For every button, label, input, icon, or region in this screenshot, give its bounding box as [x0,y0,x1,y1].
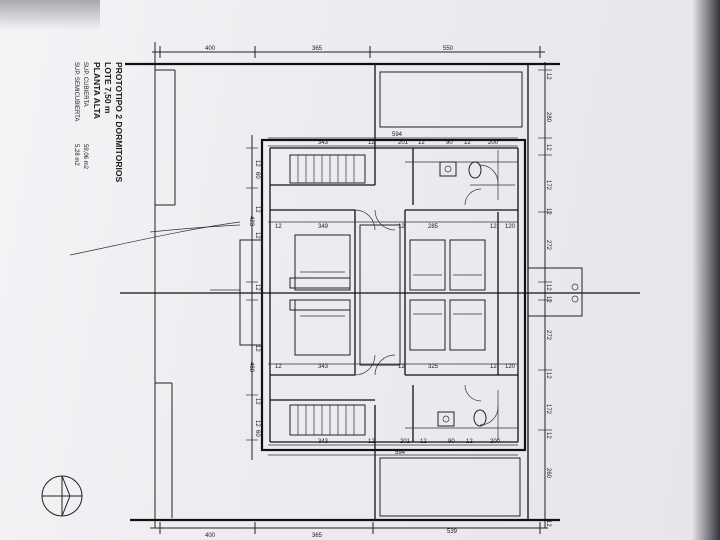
dim-r-12b: 12 [545,144,551,151]
dim-b-90: 90 [448,439,455,445]
dim-bot-b: 365 [312,533,323,539]
dim-u-12b: 12 [418,140,425,146]
monitor-bezel-edge [692,0,720,540]
stairs-bottom [289,404,366,436]
dim-lf-423: 423 [248,216,254,227]
dim-l-343: 343 [318,364,329,370]
dim-r-12f: 12 [545,372,551,379]
title-line4-value: 59,06 m2 [82,144,88,170]
dim-m-12a: 12 [275,224,282,230]
dim-u-343: 343 [318,140,329,146]
right-dimension-line: 12 280 12 172 12 272 12 12 272 12 172 12… [538,62,552,528]
balcony-right [527,267,583,317]
dim-b-12a: 12 [368,439,375,445]
balcony-left [210,239,263,346]
dim-m-12c: 12 [490,224,497,230]
dim-top-b: 365 [312,46,323,52]
dim-u-90: 90 [446,140,453,146]
dim-r-12h: 12 [545,520,551,527]
dim-lf-12a: 12 [254,160,260,167]
title-line5-label: SUP. SEMICUBIERTA [73,62,79,121]
dim-l-120: 120 [505,364,516,370]
dim-u-12a: 12 [368,140,375,146]
dim-l-12b: 12 [398,364,405,370]
dim-lf-60b: 60 [254,430,260,437]
dim-r-280: 280 [545,112,551,123]
beds [289,224,486,366]
dim-r-12e: 12 [545,296,551,303]
dim-r-12a: 12 [545,73,551,80]
title-block: PROTOTIPO 2 DORMITORIOS LOTE 7,50 m PLAN… [73,62,124,182]
dim-lf-12f: 12 [254,398,260,405]
bath-fixtures [437,150,499,440]
dim-u-200: 200 [488,140,499,146]
dim-u-201: 201 [398,140,409,146]
dim-r-272b: 272 [545,330,551,341]
dim-b-343: 343 [318,439,329,445]
dim-b-main: 594 [395,450,406,456]
photo-shadow-top [0,0,100,30]
upper-dimension-row: 594 343 12 201 12 90 12 200 [268,132,518,147]
dim-u-12c: 12 [464,140,471,146]
dim-l-12c: 12 [490,364,497,370]
dim-m-12b: 12 [398,224,405,230]
dim-top-a: 400 [205,46,216,52]
lower-dimension-row: 12 343 12 325 12 120 [268,363,518,370]
top-dimension-line: 400 365 550 [152,46,545,58]
dim-lf-460: 460 [248,362,254,373]
left-dimension-line: 12 60 12 423 12 12 12 460 12 12 60 [246,135,260,460]
dim-l-12a: 12 [275,364,282,370]
dim-top-c: 550 [443,46,454,52]
bottom-inner-dimension-row: 343 12 201 12 90 12 200 594 [268,439,518,456]
dim-r-260: 260 [545,468,551,479]
middle-dimension-row: 12 349 12 285 12 120 [268,221,518,230]
dim-lf-12c: 12 [254,232,260,239]
dim-lf-12g: 12 [254,420,260,427]
dim-r-272: 272 [545,240,551,251]
dim-l-325: 325 [428,364,439,370]
dim-lf-12b: 12 [254,206,260,213]
dim-bot-a: 400 [205,533,216,539]
door-swings [354,164,499,426]
title-line4-label: SUP. CUBIERTA [82,62,88,107]
stairs-top [289,154,366,184]
dim-r-172b: 172 [545,404,551,415]
dim-r-12c: 12 [545,208,551,215]
dim-lf-60: 60 [254,172,260,179]
dim-r-12g: 12 [545,432,551,439]
dim-u-main: 594 [392,132,403,138]
title-line3: PLANTA ALTA [92,62,102,119]
building-walls [260,138,527,452]
title-line1: PROTOTIPO 2 DORMITORIOS [114,62,124,182]
title-line2: LOTE 7,50 m [103,62,113,114]
lot-boundaries [69,62,560,522]
dim-m-285: 285 [428,224,439,230]
dim-b-12b: 12 [420,439,427,445]
dim-b-200: 200 [490,439,501,445]
dim-b-12c: 12 [466,439,473,445]
dim-r-12d: 12 [545,284,551,291]
dim-m-120: 120 [505,224,516,230]
dim-r-172: 172 [545,180,551,191]
dim-lf-12e: 12 [254,345,260,352]
title-line5-value: 5,28 m2 [73,144,79,166]
dim-m-349: 349 [318,224,329,230]
north-compass-icon [41,475,83,517]
dim-bot-c: 539 [447,529,458,535]
dim-lf-12d: 12 [254,284,260,291]
bottom-dimension-line: 400 365 539 [150,522,548,539]
dim-b-201: 201 [400,439,411,445]
